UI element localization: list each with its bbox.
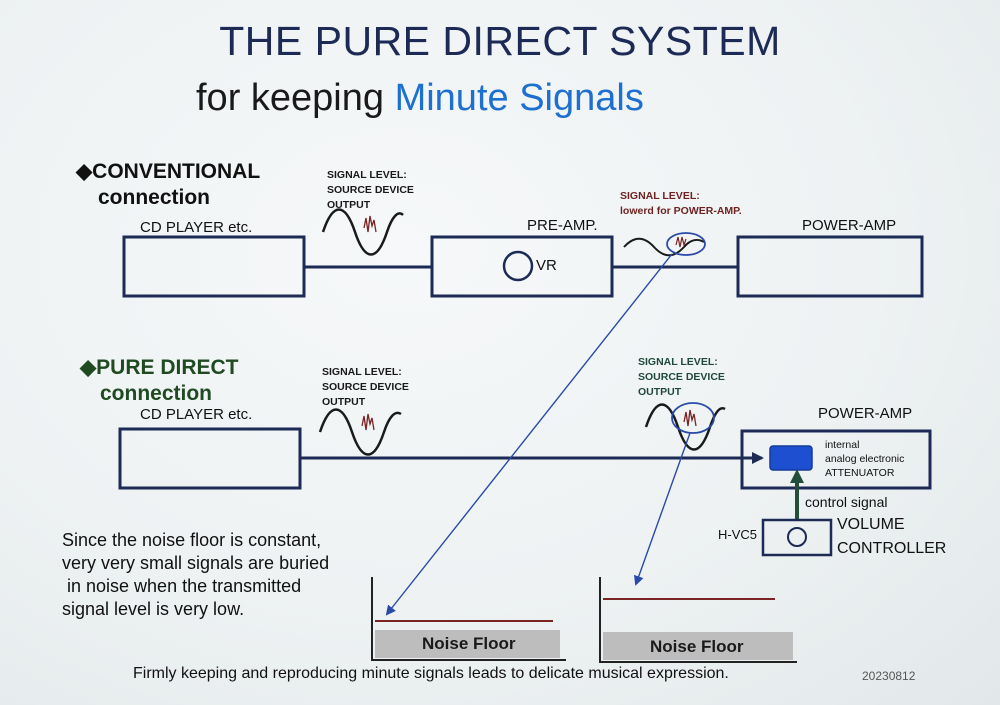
pure-direct-heading-line1: ◆PURE DIRECT [80,356,239,379]
pd-cd-player-label: CD PLAYER etc. [140,406,253,423]
note-line: signal level is very low. [62,599,245,619]
preamp-label: PRE-AMP. [527,217,598,234]
chart-axes-2 [599,577,797,663]
volume-controller-line: CONTROLLER [837,540,947,557]
chart-axes-1 [371,577,566,661]
noise-explanation-note: Since the noise floor is constant, very … [62,529,329,621]
conv-noise-squiggle-2 [675,236,687,248]
conv-signal-level-1: SIGNAL LEVEL: SOURCE DEVICE OUTPUT [327,168,414,213]
conv-preamp-box [430,235,614,298]
conv-cd-player-label: CD PLAYER etc. [140,219,253,236]
pd-signal-level-1-line: SIGNAL LEVEL: [322,366,402,378]
noise-floor-bar-1 [375,630,560,658]
conv-signal-level-2: SIGNAL LEVEL: lowerd for POWER-AMP. [620,189,742,219]
pd-sine-wave-source [318,408,402,456]
conv-signal-level-1-line: SIGNAL LEVEL: [327,169,407,181]
note-line: in noise when the transmitted [62,576,302,596]
pointer-arrow-pure-direct [633,432,691,586]
attenuator-label: internal analog electronic ATTENUATOR [825,438,904,480]
footer-caption: Firmly keeping and reproducing minute si… [133,665,729,682]
noise-floor-bar-2 [603,632,793,660]
subtitle-highlight: Minute Signals [394,77,644,119]
pd-noise-squiggle-1 [361,413,375,431]
note-line: Since the noise floor is constant, [62,530,322,550]
vr-label: VR [536,257,557,274]
conv-sine-wave-large [321,208,404,256]
pd-signal-level-1: SIGNAL LEVEL: SOURCE DEVICE OUTPUT [322,365,409,410]
pd-signal-highlight-ellipse [671,402,715,434]
hvc5-label: H-VC5 [718,527,758,542]
pd-noise-squiggle-2 [683,409,697,427]
pd-poweramp-label: POWER-AMP [818,405,913,422]
control-signal-label: control signal [805,494,888,510]
conv-signal-level-2-line: SIGNAL LEVEL: [620,190,700,202]
hvc5-box [761,518,833,557]
noise-floor-label-2: Noise Floor [650,637,744,656]
pd-poweramp-box [740,429,932,490]
conv-signal-level-1-line: SOURCE DEVICE [327,184,414,196]
noise-floor-label-1: Noise Floor [422,634,516,653]
pure-direct-heading-line2: connection [100,382,213,405]
pd-sine-wave-output [644,403,726,451]
conv-cd-player-box [122,235,306,298]
conventional-heading-line2: connection [98,186,211,209]
volume-controller-line: VOLUME [837,516,905,533]
conv-poweramp-box [736,235,924,298]
conv-noise-squiggle-1 [363,215,377,233]
subtitle-prefix: for keeping [196,77,395,119]
page-title: THE PURE DIRECT SYSTEM [219,18,781,64]
pointer-arrow-conventional [385,253,673,616]
conv-signal-level-2-line: lowerd for POWER-AMP. [620,205,742,217]
attenuator-label-line: ATTENUATOR [825,467,895,479]
pd-signal-level-2-line: OUTPUT [638,386,682,398]
note-line: very very small signals are buried [62,553,330,573]
vr-knob-icon [502,250,534,282]
pd-signal-level-2-line: SIGNAL LEVEL: [638,356,718,368]
page-subtitle: for keeping Minute Signals [196,77,644,120]
pd-signal-level-1-line: SOURCE DEVICE [322,381,409,393]
attenuator-label-line: internal [825,439,860,451]
attenuator-block [769,445,813,471]
pd-signal-level-2-line: SOURCE DEVICE [638,371,725,383]
conv-sine-wave-small [623,237,705,257]
pd-signal-level-1-line: OUTPUT [322,396,366,408]
date-stamp: 20230812 [862,669,916,683]
conv-poweramp-label: POWER-AMP [802,217,897,234]
conv-signal-level-1-line: OUTPUT [327,199,371,211]
pd-cd-player-box [118,427,302,490]
conventional-heading-line1: ◆CONVENTIONAL [76,160,261,183]
hvc5-knob-icon [787,527,807,547]
volume-controller-label: VOLUME CONTROLLER [837,513,946,561]
conv-signal-highlight-ellipse [666,232,706,256]
pd-signal-level-2: SIGNAL LEVEL: SOURCE DEVICE OUTPUT [638,355,725,400]
attenuator-label-line: analog electronic [825,453,905,465]
